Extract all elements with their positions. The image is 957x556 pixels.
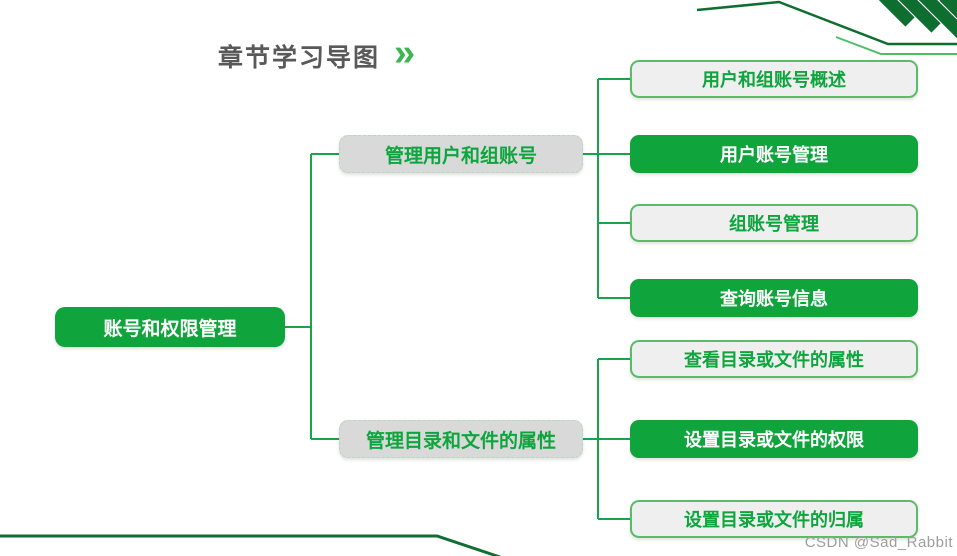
node-label: 查看目录或文件的属性 bbox=[684, 350, 864, 370]
node-branch-manage-dir-file-attributes: 管理目录和文件的属性 bbox=[339, 420, 583, 458]
node-leaf-user-group-account-overview: 用户和组账号概述 bbox=[630, 60, 918, 98]
node-leaf-set-dir-file-ownership: 设置目录或文件的归属 bbox=[630, 500, 918, 538]
node-label: 用户账号管理 bbox=[720, 145, 828, 165]
node-leaf-set-dir-file-permissions: 设置目录或文件的权限 bbox=[630, 420, 918, 458]
header: 章节学习导图 » bbox=[218, 32, 416, 74]
corner-stripes-decoration bbox=[878, 0, 957, 39]
double-chevron-icon: » bbox=[394, 32, 416, 74]
node-label: 组账号管理 bbox=[729, 214, 819, 234]
node-label: 用户和组账号概述 bbox=[702, 70, 846, 90]
node-leaf-user-account-management: 用户账号管理 bbox=[630, 135, 918, 173]
node-label: 账号和权限管理 bbox=[103, 318, 237, 340]
node-leaf-view-dir-file-attributes: 查看目录或文件的属性 bbox=[630, 340, 918, 378]
bottom-line-decoration bbox=[0, 534, 501, 556]
watermark: CSDN @Sad_Rabbit bbox=[804, 534, 953, 551]
node-label: 设置目录或文件的权限 bbox=[684, 430, 864, 450]
node-label: 设置目录或文件的归属 bbox=[684, 510, 864, 530]
node-label: 管理目录和文件的属性 bbox=[365, 430, 556, 452]
node-root-account-permission-management: 账号和权限管理 bbox=[55, 307, 285, 347]
node-branch-manage-user-group-accounts: 管理用户和组账号 bbox=[339, 135, 583, 173]
corner-light-line-decoration bbox=[835, 36, 957, 55]
node-leaf-query-account-info: 查询账号信息 bbox=[630, 279, 918, 317]
node-leaf-group-account-management: 组账号管理 bbox=[630, 204, 918, 242]
node-label: 管理用户和组账号 bbox=[384, 145, 537, 167]
page-title: 章节学习导图 bbox=[218, 44, 381, 72]
corner-dark-line-decoration bbox=[696, 0, 957, 46]
node-label: 查询账号信息 bbox=[720, 289, 828, 309]
